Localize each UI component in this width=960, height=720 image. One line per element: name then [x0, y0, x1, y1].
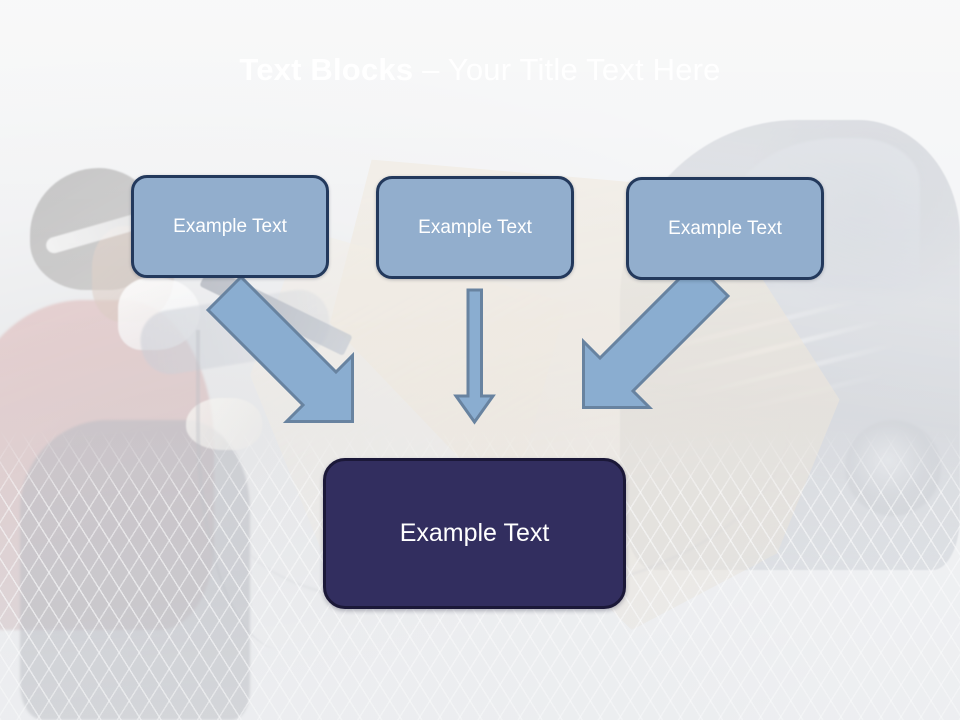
flow-box-result[interactable]: Example Text	[323, 458, 626, 609]
background-air-hose	[196, 330, 320, 650]
flow-box-2-label: Example Text	[418, 216, 532, 238]
page-title-bold: Text Blocks	[239, 52, 414, 87]
flow-box-3[interactable]: Example Text	[626, 177, 824, 280]
background-worker-arm	[136, 285, 334, 379]
background-spray-gun	[199, 266, 353, 356]
page-title-separator: –	[413, 52, 448, 87]
flow-box-result-label: Example Text	[399, 519, 550, 547]
arrow-left-diagonal-icon	[205, 274, 354, 423]
arrow-middle-vertical-icon	[453, 288, 496, 425]
flow-box-1[interactable]: Example Text	[131, 175, 329, 278]
arrow-right-diagonal-icon	[582, 260, 731, 409]
background-respirator-mask	[118, 278, 200, 350]
background-worker-torso	[20, 420, 250, 720]
flow-box-1-label: Example Text	[173, 215, 287, 237]
flow-box-3-label: Example Text	[668, 217, 782, 239]
background-vehicle-wheel	[845, 420, 941, 516]
background-worker-jacket	[0, 300, 214, 630]
flow-box-2[interactable]: Example Text	[376, 176, 574, 279]
page-title: Text Blocks – Your Title Text Here	[0, 50, 960, 90]
page-title-light: Your Title Text Here	[447, 52, 721, 87]
background-worker-glove	[186, 398, 262, 450]
title-band	[0, 0, 960, 185]
background-vehicle-reflection	[666, 300, 926, 420]
